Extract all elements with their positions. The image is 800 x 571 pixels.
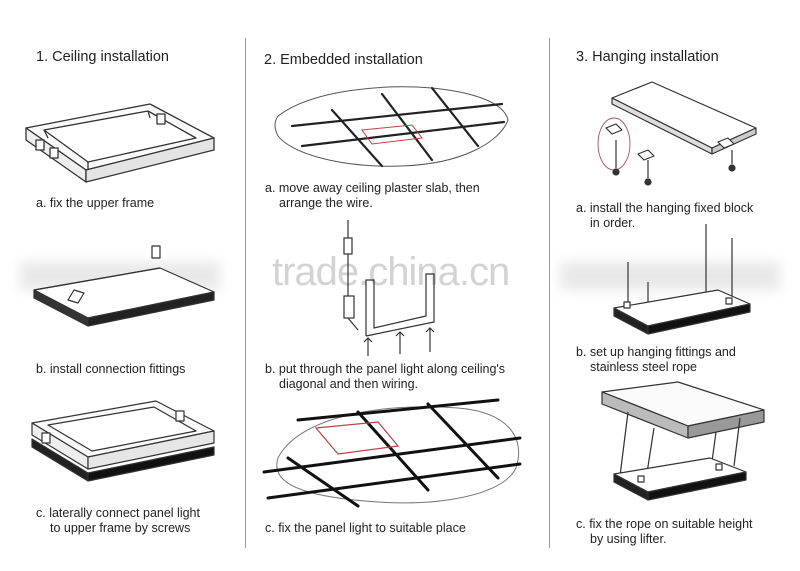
upper-frame-illustration [25,103,215,183]
lifter-height-illustration [601,381,765,501]
step-caption-3c: c. fix the rope on suitable height by us… [576,517,753,546]
section-title-hanging: 3. Hanging installation [576,49,719,65]
step-caption-2b: b. put through the panel light along cei… [265,362,506,391]
section-title-embedded: 2. Embedded installation [264,52,423,68]
column-divider-1 [245,38,246,548]
hanging-block-illustration [597,81,757,186]
step-caption-2a: a. move away ceiling plaster slab, then … [265,181,480,210]
connection-fittings-illustration [33,245,215,327]
step-caption-3b: b. set up hanging fittings and stainless… [576,345,736,374]
step-caption-2c: c. fix the panel light to suitable place [265,521,466,535]
step-caption-1c: c. laterally connect panel light to uppe… [36,506,200,535]
hanging-rope-illustration [613,224,751,335]
section-title-ceiling: 1. Ceiling installation [36,49,169,65]
wiring-illustration [343,220,435,356]
panel-to-frame-illustration [31,400,215,482]
watermark-text: trade.china.cn [272,250,510,294]
column-divider-2 [549,38,550,548]
watermark-haze [560,262,780,290]
ceiling-grid-illustration [274,86,509,168]
panel-placement-illustration [262,398,522,508]
step-caption-3a: a. install the hanging fixed block in or… [576,201,754,230]
step-caption-1a: a. fix the upper frame [36,196,155,210]
step-caption-1b: b. install connection fittings [36,362,186,376]
